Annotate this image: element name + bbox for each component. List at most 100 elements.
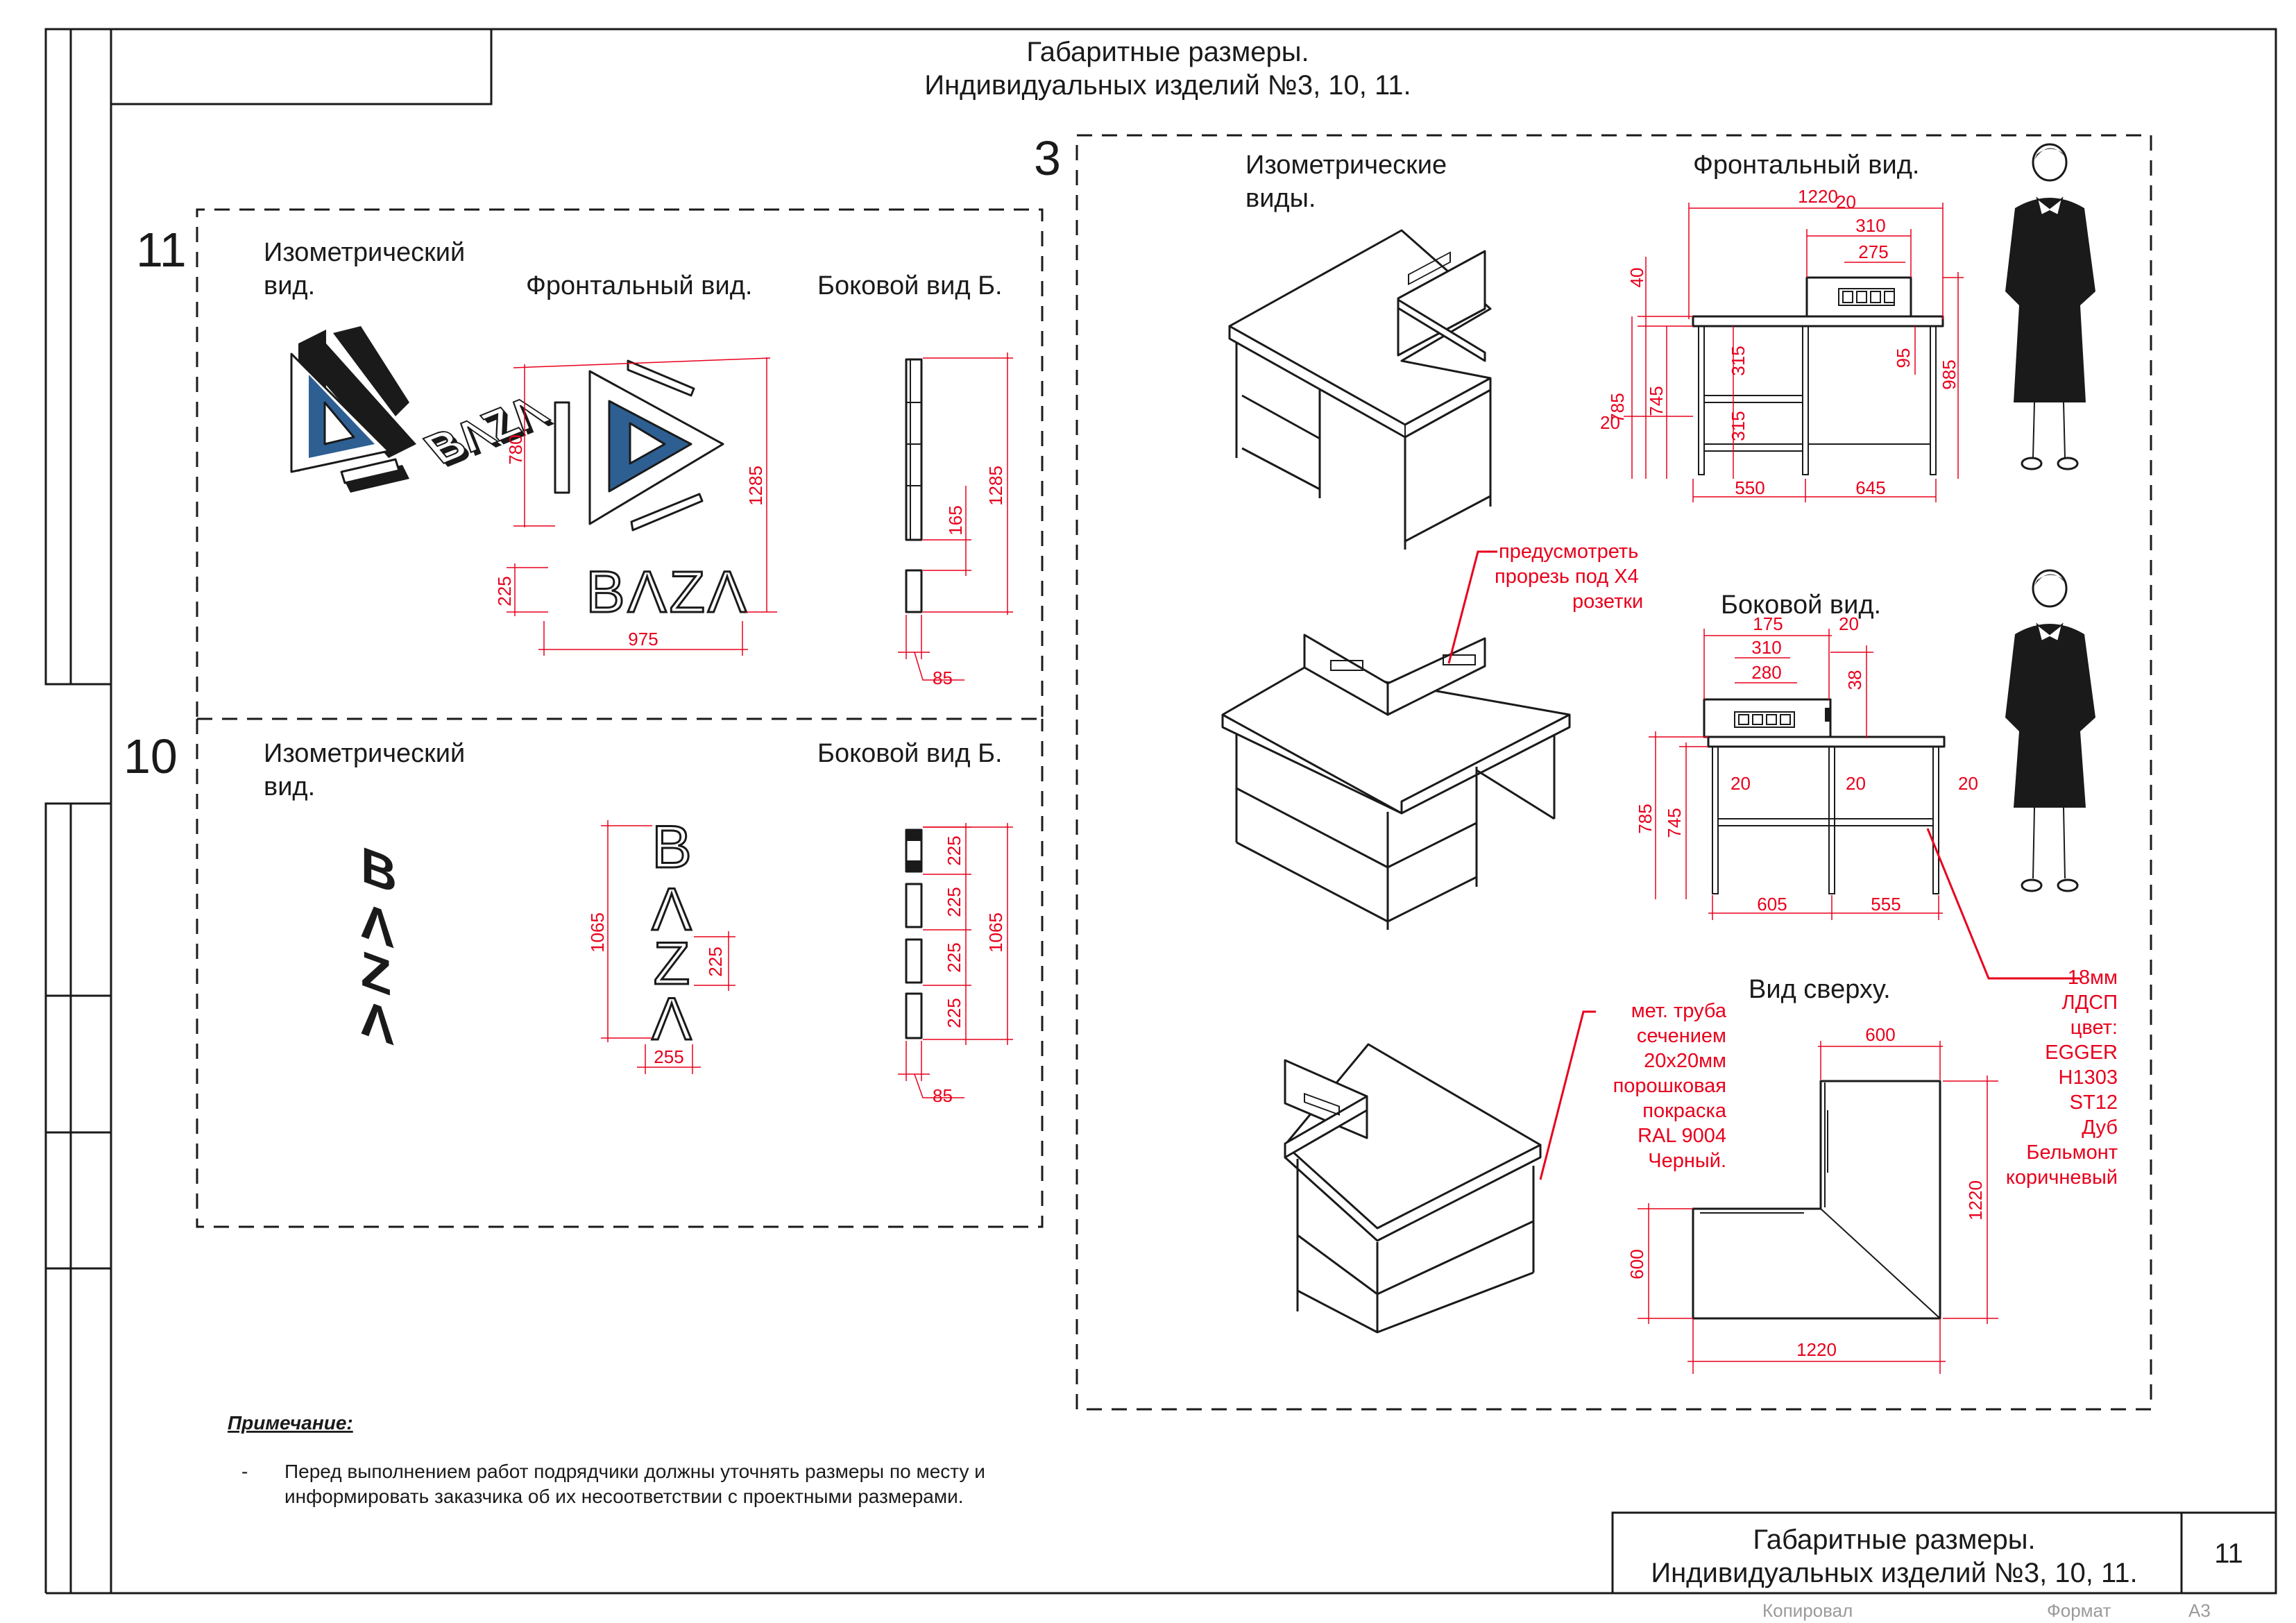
- item-3-front-dim-785: 785: [1607, 393, 1628, 423]
- item-3-front-dim-745: 745: [1646, 386, 1667, 416]
- item-10-side-view: 225 225 225 225 1065 85: [898, 823, 1013, 1106]
- item-11-front-logo-text: BΛZΛ: [586, 559, 749, 624]
- item-11-front-title: Фронтальный вид.: [526, 271, 752, 300]
- item-3-iso-title-1: Изометрические: [1245, 151, 1447, 180]
- item-3-top-dim-600b: 600: [1626, 1249, 1647, 1279]
- item-3-side-dim-175: 175: [1753, 613, 1783, 634]
- item-3-side-title: Боковой вид.: [1721, 590, 1881, 620]
- item-3-front-dim-40: 40: [1626, 268, 1647, 288]
- item-3-callout-pipe: мет. труба сечением 20х20мм порошковая п…: [1539, 1000, 1727, 1180]
- item-11-iso-title-1: Изометрический: [264, 238, 465, 267]
- item-3-top-view: [1692, 1080, 1941, 1320]
- human-figure-side: [2005, 569, 2095, 892]
- item-3-top-dim-600a: 600: [1865, 1024, 1895, 1045]
- item-10-number: 10: [124, 729, 178, 783]
- item-10-front-dims: 1065 225 255: [587, 820, 735, 1074]
- item-10-panel: 10 Изометрический вид. Боковой вид Б. B …: [124, 719, 1044, 1228]
- callout-pipe-line6: RAL 9004: [1638, 1125, 1726, 1147]
- note-heading: Примечание:: [228, 1412, 353, 1434]
- item-3-top-dims: 600 1220 600 1220: [1626, 1024, 1998, 1374]
- callout-socket-line1: предусмотреть: [1499, 541, 1638, 563]
- item-3-front-dim-310: 310: [1855, 215, 1885, 236]
- item-10-iso-letters: B Λ Z Λ: [361, 835, 397, 1056]
- item-11-dim-side-1285: 1285: [985, 466, 1006, 506]
- item-3-front-dim-275: 275: [1858, 241, 1888, 262]
- item-3-side-desk: [1703, 698, 1946, 894]
- item-10-iso-letter-l1: Λ: [361, 891, 394, 959]
- item-10-iso-letter-b: B: [361, 835, 397, 904]
- item-3-front-dim-20a: 20: [1836, 192, 1856, 212]
- item-11-panel: 11 Изометрический вид. Фронтальный вид. …: [136, 208, 1044, 720]
- callout-pipe-line4: порошковая: [1613, 1075, 1726, 1097]
- item-11-dim-1285: 1285: [745, 466, 766, 506]
- item-3-side-dim-20d: 20: [1958, 773, 1978, 794]
- callout-pipe-line2: сечением: [1637, 1025, 1726, 1047]
- item-3-front-dim-20b: 20: [1600, 412, 1620, 433]
- item-11-side-view: 1285 165 85: [898, 352, 1013, 688]
- callout-board-line2: ЛДСП: [2062, 992, 2118, 1014]
- item-3-number: 3: [1034, 131, 1061, 185]
- callout-pipe-line5: покраска: [1642, 1100, 1727, 1122]
- item-3-side-dim-745: 745: [1664, 808, 1685, 838]
- callout-pipe-line1: мет. труба: [1631, 1000, 1727, 1022]
- item-3-front-dim-550: 550: [1735, 477, 1764, 498]
- item-11-iso-logo: BΛZΛ BΛZΛ: [290, 326, 561, 493]
- footer-format: Формат: [2047, 1600, 2111, 1621]
- item-11-front-dims: 780 1285 225 975: [494, 357, 777, 656]
- callout-board-line4: EGGER: [2045, 1042, 2118, 1064]
- item-3-side-dim-785: 785: [1635, 804, 1656, 833]
- item-10-letter-l1: Λ: [652, 876, 692, 943]
- item-3-top-title: Вид сверху.: [1749, 975, 1891, 1004]
- item-10-dim-85: 85: [933, 1085, 953, 1106]
- item-11-dim-225: 225: [494, 576, 515, 606]
- item-3-front-dims: 1220 20 310 275 40 785 745 20 315 315 95: [1600, 186, 1964, 502]
- item-3-side-dim-20a: 20: [1839, 613, 1859, 634]
- item-3-front-dim-985: 985: [1939, 359, 1959, 389]
- callout-board-line7: Дуб: [2082, 1116, 2118, 1139]
- item-10-dim-225: 225: [705, 946, 726, 976]
- item-10-dim-side-1065: 1065: [985, 912, 1006, 953]
- item-3-front-dim-1220: 1220: [1798, 186, 1838, 207]
- human-figure-front: [2005, 143, 2095, 470]
- item-11-dim-165: 165: [945, 505, 966, 535]
- item-3-side-dim-310: 310: [1751, 637, 1781, 658]
- item-3-callout-socket: предусмотреть прорезь под Х4 розетки: [1447, 541, 1643, 664]
- stamp-title-line2: Индивидуальных изделий №3, 10, 11.: [1651, 1558, 2137, 1588]
- sheet-title-line1: Габаритные размеры.: [1026, 37, 1309, 67]
- item-10-letter-b: B: [652, 814, 691, 881]
- item-11-dim-975: 975: [628, 629, 658, 649]
- callout-socket-line3: розетки: [1572, 590, 1643, 613]
- item-3-front-dim-95: 95: [1893, 348, 1914, 368]
- item-10-dim-side-b: 225: [944, 887, 964, 917]
- item-10-dim-1065: 1065: [587, 912, 608, 953]
- item-3-top-dim-1220b: 1220: [1796, 1339, 1837, 1360]
- item-10-letter-l2: Λ: [652, 986, 692, 1053]
- stamp-sheet-number: 11: [2214, 1538, 2243, 1569]
- item-10-iso-letter-z: Z: [361, 940, 391, 1006]
- item-3-side-dim-280: 280: [1751, 662, 1781, 683]
- item-10-side-title: Боковой вид Б.: [817, 739, 1003, 768]
- item-3-top-dim-1220a: 1220: [1965, 1180, 1986, 1221]
- item-3-callout-board: 18мм ЛДСП цвет: EGGER H1303 ST12 Дуб Бел…: [1926, 828, 2118, 1189]
- item-3-front-title: Фронтальный вид.: [1693, 151, 1919, 180]
- item-3-side-dims: 175 20 310 280 38 785 745 20 20 20 605 5…: [1635, 613, 1978, 920]
- item-10-iso-letter-l2: Λ: [361, 988, 394, 1056]
- item-3-iso-desk-2: [1221, 634, 1571, 930]
- item-3-iso-desk-1: [1228, 229, 1492, 550]
- item-3-side-dim-38: 38: [1844, 670, 1865, 690]
- sheet-frame: [44, 28, 2277, 1595]
- item-3-side-dim-605: 605: [1757, 894, 1787, 915]
- callout-board-line8: Бельмонт: [2026, 1141, 2118, 1164]
- item-3-side-dim-555: 555: [1871, 894, 1900, 915]
- stamp-title-line1: Габаритные размеры.: [1753, 1524, 2035, 1555]
- item-11-side-title: Боковой вид Б.: [817, 271, 1003, 300]
- item-10-letter-z: Z: [654, 931, 690, 997]
- item-10-dim-side-c: 225: [944, 942, 964, 972]
- note-line2: информировать заказчика об их несоответс…: [284, 1486, 964, 1507]
- item-3-front-dim-645: 645: [1855, 477, 1885, 498]
- item-10-front-letters: B Λ Z Λ: [651, 813, 693, 1054]
- callout-board-line3: цвет:: [2070, 1017, 2118, 1039]
- callout-board-line6: ST12: [2070, 1091, 2118, 1114]
- note-bullet: -: [241, 1461, 248, 1482]
